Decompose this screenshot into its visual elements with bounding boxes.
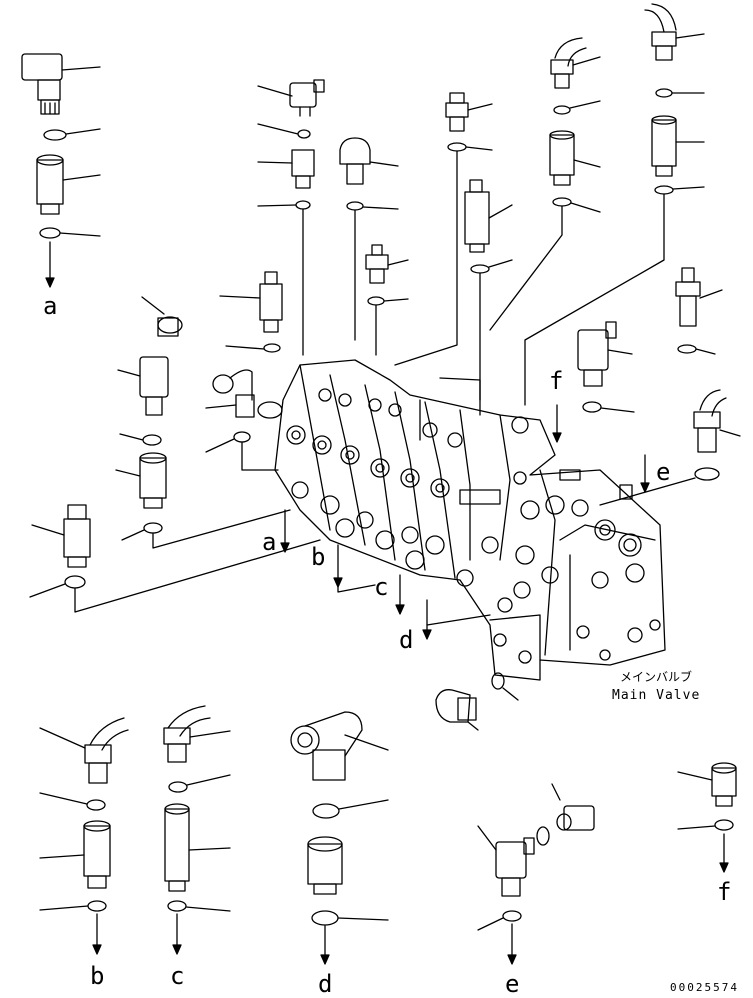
label-f-valve: f — [549, 367, 564, 395]
oring-b1 — [39, 792, 106, 811]
adapter-top2 — [464, 179, 513, 253]
fitting-e — [551, 783, 595, 831]
adapter-tr1 — [549, 130, 601, 186]
label-e-bottom: e — [505, 970, 520, 998]
oring-c1 — [168, 774, 231, 793]
elbow-fitting-b — [39, 717, 129, 784]
oring-left4 — [205, 431, 279, 471]
adapter-a — [36, 154, 101, 215]
arrow-c-valve — [395, 574, 405, 615]
oring-d2 — [311, 910, 389, 926]
oring-e1 — [536, 826, 550, 846]
elbow-d — [290, 711, 389, 781]
oring-f — [677, 819, 734, 831]
elbow-sensor-a — [21, 53, 101, 115]
elbow-sensor-right — [577, 321, 633, 387]
adapter-left-small — [141, 296, 183, 337]
oring-right2 — [582, 401, 635, 413]
label-d-bottom: d — [318, 970, 333, 998]
main-valve-label-en: Main Valve — [612, 688, 701, 703]
sensor-left — [117, 356, 169, 416]
arrow-d-valve — [422, 599, 491, 640]
oring-right3 — [599, 467, 720, 506]
oring-top4 — [367, 296, 409, 356]
adapter-top1 — [257, 149, 315, 189]
adapter-left — [115, 452, 167, 509]
adapter-d — [307, 836, 343, 895]
fitting-left-bottom — [31, 504, 91, 568]
arrow-c — [172, 913, 182, 955]
adapter-f — [677, 762, 737, 807]
elbow-fitting-tr1 — [550, 37, 601, 89]
oring-tr3 — [655, 88, 705, 98]
elbow-fitting-right — [693, 389, 741, 453]
oring-c2 — [167, 900, 231, 912]
label-f-bottom: f — [717, 878, 732, 906]
oring-left5 — [257, 401, 283, 419]
oring-a1 — [43, 128, 101, 141]
sensor-e — [477, 825, 535, 897]
arrow-f — [719, 833, 729, 873]
elbow-fitting-left — [205, 369, 255, 418]
arrow-f-valve — [552, 404, 562, 443]
fitting-right — [675, 267, 723, 327]
oring-tr4 — [524, 185, 705, 406]
plug-top — [339, 137, 399, 185]
arrow-e-valve — [640, 454, 650, 493]
part-number: 00025574 — [670, 981, 739, 994]
fitting-top-center — [365, 244, 409, 284]
oring-a2 — [39, 227, 101, 239]
label-b-bottom: b — [90, 962, 105, 990]
label-a-top: a — [43, 292, 58, 320]
label-b-valve: b — [311, 543, 326, 571]
oring-b2 — [39, 900, 107, 912]
oring-e2 — [477, 910, 522, 931]
oring-top3 — [346, 201, 399, 341]
oring-d1 — [312, 799, 389, 819]
fitting-top-center2 — [445, 92, 493, 132]
fitting-left1 — [219, 271, 283, 333]
oring-left3 — [121, 509, 291, 549]
elbow-fitting-tr2 — [644, 3, 705, 61]
oring-top2 — [257, 200, 311, 356]
label-a-valve: a — [262, 528, 277, 556]
main-valve-body — [274, 359, 666, 681]
oring-left2 — [119, 433, 162, 446]
oring-top5 — [394, 142, 493, 366]
label-e-valve: e — [656, 458, 671, 486]
oring-left1 — [225, 343, 281, 353]
label-c-bottom: c — [170, 962, 185, 990]
plug-main — [435, 689, 479, 731]
elbow-fitting-c — [163, 705, 231, 763]
arrow-e — [507, 923, 517, 965]
arrow-b-valve — [333, 544, 376, 593]
label-d-valve: d — [399, 626, 414, 654]
oring-left6 — [29, 539, 321, 613]
arrow-d — [320, 925, 330, 965]
oring-tr1 — [553, 100, 601, 115]
arrow-a-valve — [280, 509, 290, 553]
adapter-tr2 — [651, 115, 705, 177]
main-valve-label-jp: メインバルブ — [620, 670, 693, 684]
oring-top1 — [257, 123, 311, 139]
elbow-sensor-top — [257, 79, 325, 117]
oring-right1 — [677, 344, 716, 355]
label-c-valve: c — [374, 573, 389, 601]
arrow-b — [92, 913, 102, 955]
adapter-b — [39, 820, 111, 889]
oring-main — [491, 672, 519, 701]
adapter-c — [164, 803, 231, 892]
arrow-a — [45, 241, 55, 288]
oring-tr2 — [489, 197, 601, 331]
oring-top6 — [470, 259, 513, 401]
